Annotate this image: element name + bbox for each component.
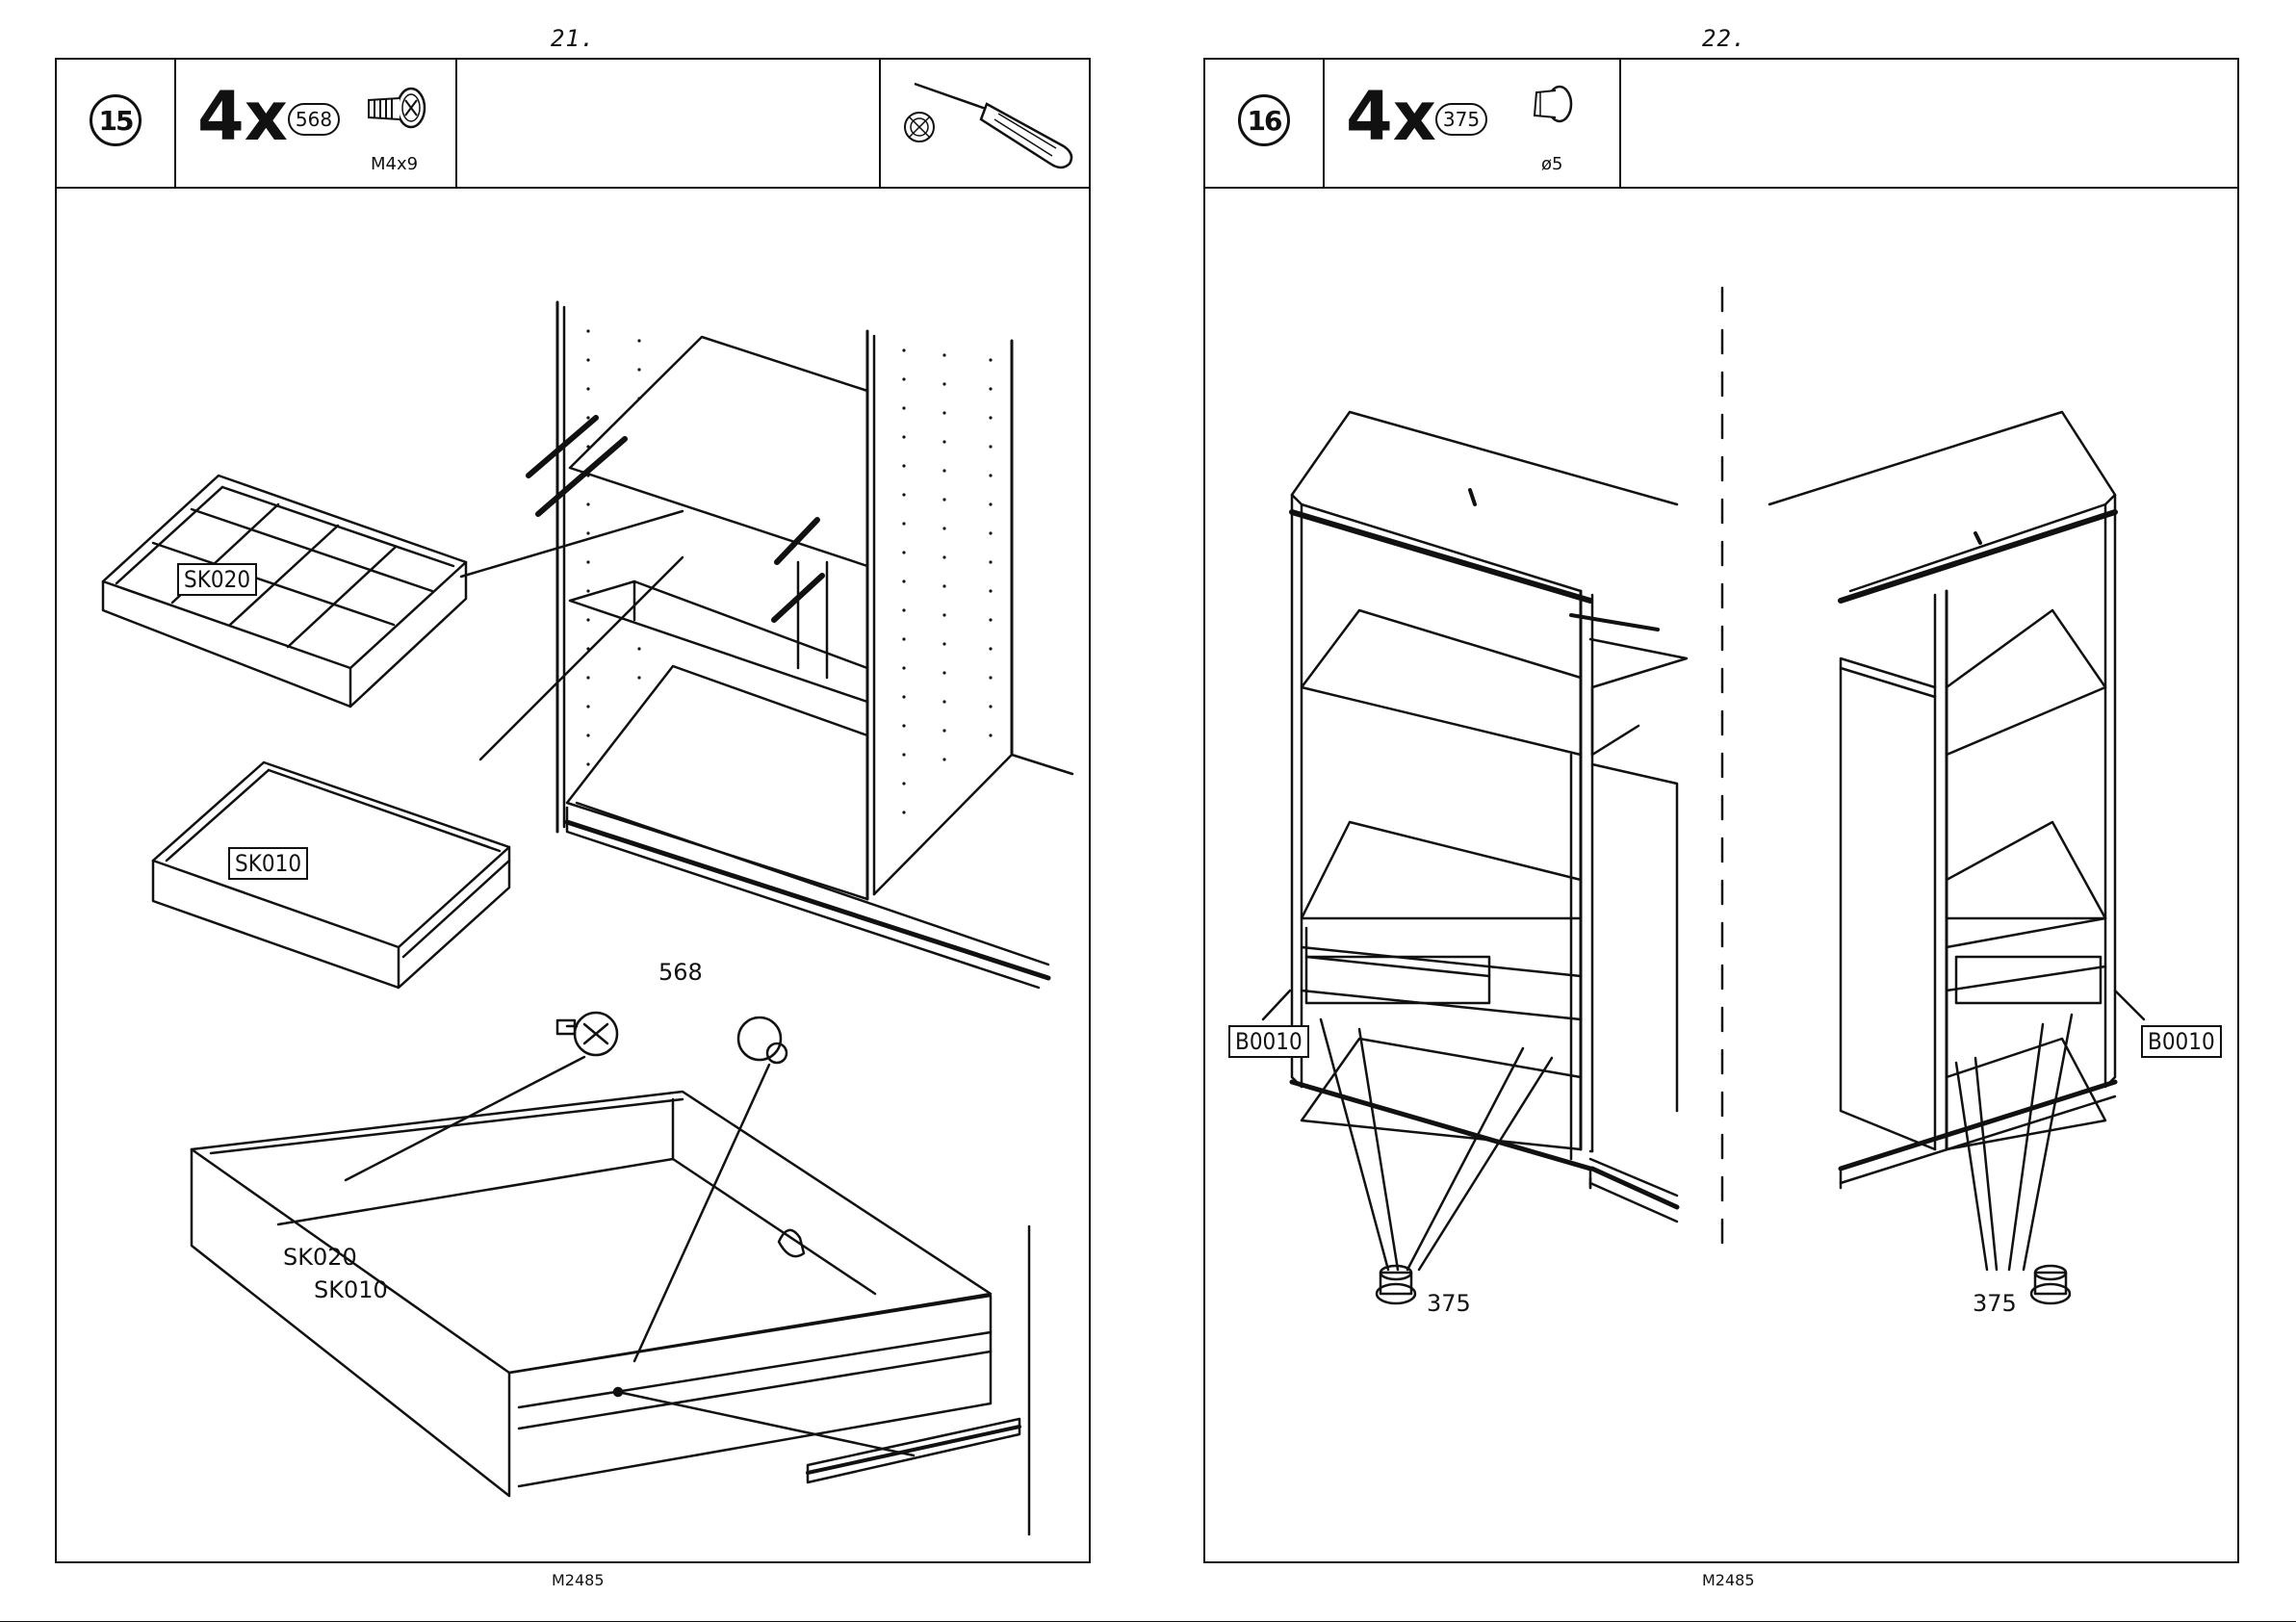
drawer-label-sk020: SK020: [177, 563, 257, 596]
step-16-illustration: [1205, 187, 2237, 1561]
page-number-left: 21.: [551, 25, 595, 52]
step-number-cell: 16: [1205, 60, 1325, 187]
part-number-badge: 375: [1435, 103, 1487, 136]
parts-cell: 4x 568 M4x9: [176, 60, 457, 187]
document-code-right: M2485: [1702, 1571, 1755, 1589]
cabinet-right: [1769, 412, 2144, 1270]
quantity: 4x: [1346, 77, 1436, 156]
hole-dots: [586, 329, 992, 813]
screwdriver-icon: [881, 60, 1091, 187]
peg-label-right: 375: [1973, 1290, 2017, 1317]
drawer-label-sk010: SK010: [228, 847, 308, 880]
empty-cell: [457, 60, 881, 187]
peg-icon: [1527, 83, 1585, 131]
step-15-header: 15 4x 568 M4x9: [57, 60, 1089, 189]
part-spec: M4x9: [371, 154, 418, 174]
step-number: 16: [1238, 94, 1290, 146]
tool-cell: [881, 60, 1091, 187]
peg-detail-left: [1377, 1266, 1415, 1303]
drawer-side-label-2: SK010: [314, 1276, 388, 1303]
screw-icon: [357, 77, 434, 144]
part-spec: ø5: [1541, 154, 1562, 174]
page-number-right: 22.: [1702, 25, 1746, 52]
peg-label-left: 375: [1427, 1290, 1471, 1317]
wardrobe-section: [461, 302, 1072, 988]
parts-cell: 4x 375 ø5: [1325, 60, 1621, 187]
cabinet-left: [1263, 412, 1687, 1270]
step-15-panel: 15 4x 568 M4x9: [55, 58, 1091, 1563]
peg-detail-right: [2031, 1266, 2070, 1303]
step-number: 15: [90, 94, 142, 146]
step-number-cell: 15: [57, 60, 176, 187]
step-15-illustration: [57, 187, 1089, 1561]
panel-label-right: B0010: [2141, 1025, 2222, 1058]
document-code-left: M2485: [552, 1571, 605, 1589]
panel-label-left: B0010: [1228, 1025, 1309, 1058]
screw-detail-568: [346, 1013, 787, 1361]
drawer-side-label-1: SK020: [283, 1244, 357, 1271]
step-16-header: 16 4x 375 ø5: [1205, 60, 2237, 189]
drawer-sk010: [153, 762, 509, 988]
large-drawer: [192, 1092, 1029, 1534]
part-number-badge: 568: [288, 103, 340, 136]
quantity: 4x: [197, 77, 288, 156]
screw-callout: 568: [658, 959, 703, 986]
drawer-sk020: [103, 476, 466, 707]
step-16-panel: 16 4x 375 ø5: [1203, 58, 2239, 1563]
